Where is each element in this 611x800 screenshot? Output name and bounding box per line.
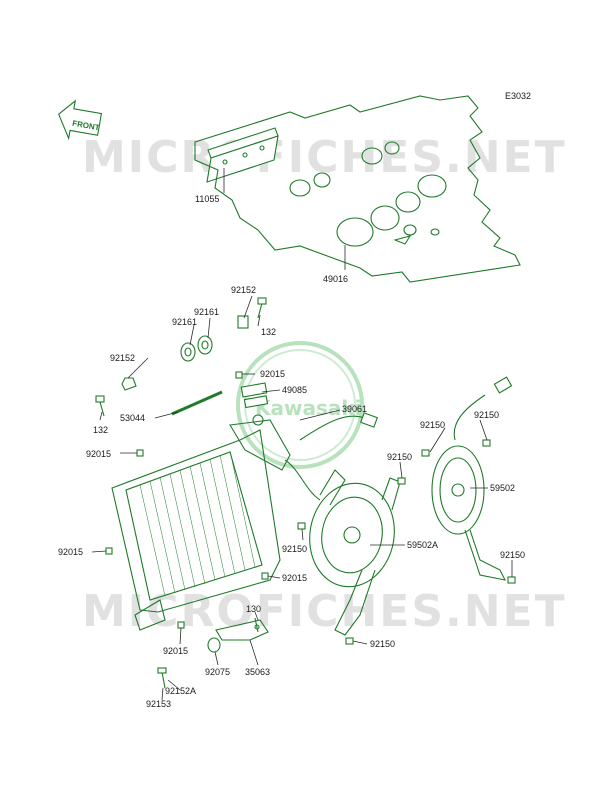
bolt-92150-a <box>482 439 491 447</box>
clip-92015-c <box>105 547 113 555</box>
bolt-92150-d <box>297 522 306 530</box>
label-92152-a: 92152 <box>231 285 256 295</box>
label-92161-b: 92161 <box>172 317 197 327</box>
label-92150-f: 92150 <box>370 639 395 649</box>
label-132-b: 132 <box>93 425 108 435</box>
radiator <box>111 414 321 631</box>
clip-92015-b <box>136 449 144 457</box>
label-92150-d: 92150 <box>282 544 307 554</box>
bolt-132-a <box>257 297 267 319</box>
label-92150-b: 92150 <box>474 410 499 420</box>
label-92015-e: 92015 <box>163 646 188 656</box>
label-130: 130 <box>246 604 261 614</box>
clip-92015-d <box>261 572 269 580</box>
label-59502: 59502 <box>490 483 515 493</box>
label-35063: 35063 <box>245 667 270 677</box>
label-92161-a: 92161 <box>194 307 219 317</box>
label-49016: 49016 <box>323 274 348 284</box>
front-arrow-icon: FRONT <box>58 99 103 141</box>
plate-49016 <box>194 95 521 283</box>
label-132-a: 132 <box>261 327 276 337</box>
bracket-49085 <box>240 382 269 409</box>
label-92150-c: 92150 <box>387 452 412 462</box>
diagram-code: E3032 <box>505 91 531 101</box>
bracket-11055 <box>206 127 279 183</box>
label-11055: 11055 <box>195 194 219 204</box>
collar-92152-b <box>121 377 137 391</box>
label-59502A: 59502A <box>407 540 438 550</box>
label-92152A: 92152A <box>165 686 196 696</box>
label-92015-c: 92015 <box>58 547 83 557</box>
label-92015-b: 92015 <box>86 449 111 459</box>
clip-92015-e <box>177 621 185 629</box>
nut-92075 <box>207 637 221 653</box>
bolt-92150-e <box>507 576 516 584</box>
fan-59502A <box>309 469 401 636</box>
label-92153: 92153 <box>146 699 171 709</box>
grommet-92161-a <box>180 342 196 362</box>
label-49085: 49085 <box>282 385 307 395</box>
grommet-92161-b <box>197 335 213 355</box>
logo-text: Kawasaki <box>255 396 362 420</box>
collar-92152-a <box>237 315 249 329</box>
bolt-92150-c <box>397 477 406 485</box>
fan-59502 <box>431 376 513 581</box>
label-92150-e: 92150 <box>500 550 525 560</box>
bolt-92153 <box>157 667 167 689</box>
bolt-92150-b <box>421 449 430 457</box>
label-92150-a: 92150 <box>420 420 445 430</box>
watermark-top: MICROFICHES.NET <box>82 132 567 183</box>
bolt-92150-f <box>345 637 354 645</box>
bolt-130 <box>254 617 259 633</box>
label-53044: 53044 <box>120 413 145 423</box>
label-92015-d: 92015 <box>282 573 307 583</box>
label-92152-b: 92152 <box>110 353 135 363</box>
rod-53044 <box>171 390 223 416</box>
label-39061: 39061 <box>342 404 367 414</box>
leader-lines <box>91 168 513 701</box>
label-92015-a: 92015 <box>260 369 285 379</box>
bolt-132-b <box>95 395 105 417</box>
label-92075: 92075 <box>205 667 230 677</box>
clip-92015-a <box>235 371 243 379</box>
